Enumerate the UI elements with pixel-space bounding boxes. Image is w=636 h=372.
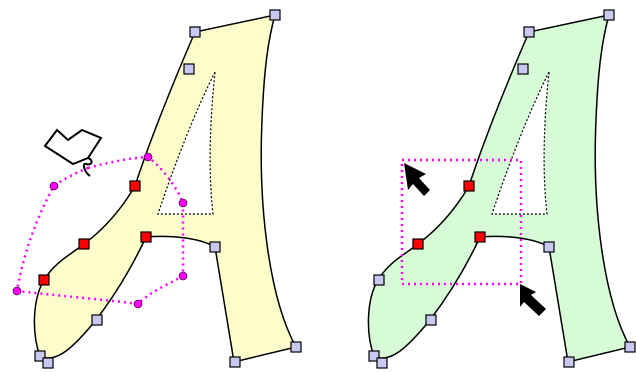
glyph-a-right <box>367 14 631 363</box>
lasso-point <box>178 271 188 281</box>
node-selected[interactable] <box>78 238 90 250</box>
node[interactable] <box>229 356 241 368</box>
node[interactable] <box>91 314 103 326</box>
lasso-points <box>12 152 188 309</box>
panel-rubber-band-selection <box>367 9 636 369</box>
node[interactable] <box>603 9 615 21</box>
node[interactable] <box>34 350 46 362</box>
lasso-point <box>143 152 153 162</box>
node[interactable] <box>523 26 535 38</box>
node[interactable] <box>563 356 575 368</box>
nodes-unselected[interactable] <box>368 9 636 369</box>
node[interactable] <box>209 241 221 253</box>
lasso-point <box>178 198 188 208</box>
node[interactable] <box>368 350 380 362</box>
node[interactable] <box>425 314 437 326</box>
nodes-selected[interactable] <box>412 180 486 250</box>
node[interactable] <box>189 26 201 38</box>
arrow-cursor-icon <box>404 163 430 196</box>
glyph-a-left <box>33 14 297 363</box>
node[interactable] <box>517 63 529 75</box>
node-selected[interactable] <box>140 231 152 243</box>
node-selected[interactable] <box>412 238 424 250</box>
node[interactable] <box>183 63 195 75</box>
node-selected[interactable] <box>463 180 475 192</box>
node[interactable] <box>42 357 54 369</box>
nodes-unselected[interactable] <box>34 9 302 369</box>
panel-lasso-selection <box>12 9 302 369</box>
node-selected[interactable] <box>129 180 141 192</box>
lasso-point <box>12 286 22 296</box>
node[interactable] <box>376 357 388 369</box>
node[interactable] <box>624 341 636 353</box>
node[interactable] <box>373 274 385 286</box>
node-selected[interactable] <box>38 274 50 286</box>
lasso-point <box>49 181 59 191</box>
arrow-cursor-icon <box>520 284 546 316</box>
lasso-point <box>133 299 143 309</box>
node[interactable] <box>290 341 302 353</box>
rubber-band-rectangle <box>400 158 523 286</box>
nodes-selected[interactable] <box>38 180 152 286</box>
node[interactable] <box>543 241 555 253</box>
lasso-cursor-icon <box>43 128 103 177</box>
node[interactable] <box>269 9 281 21</box>
node-selected[interactable] <box>474 231 486 243</box>
